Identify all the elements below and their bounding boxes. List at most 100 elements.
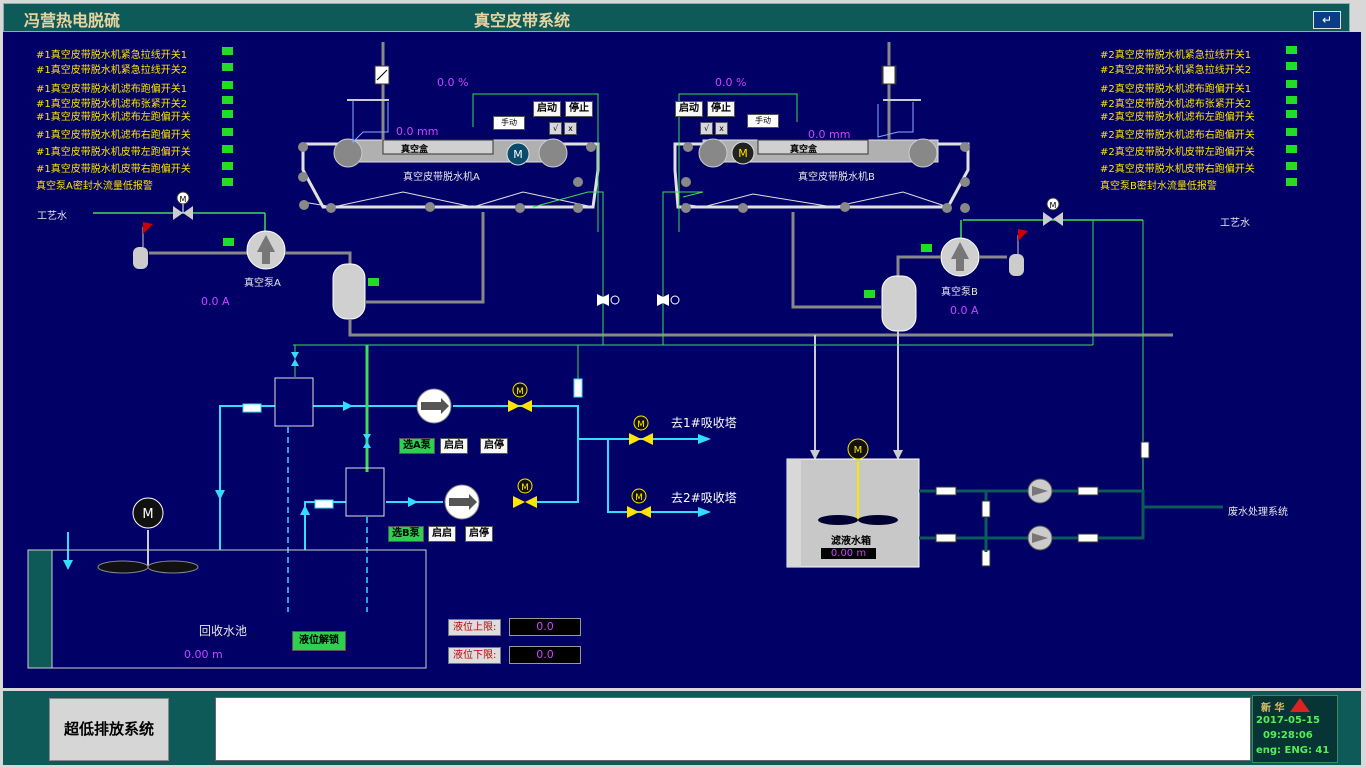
belt-b-start-button[interactable]: 启动 bbox=[675, 101, 703, 117]
status-indicator bbox=[222, 145, 233, 153]
interlock-label: #1真空皮带脱水机滤布左跑偏开关 bbox=[36, 108, 191, 123]
belt-b-mode-button[interactable]: 手动 bbox=[747, 114, 779, 128]
status-indicator bbox=[1286, 162, 1297, 170]
tank-b-status-indicator bbox=[864, 290, 875, 298]
filtrate-tank-name: 滤液水箱 bbox=[831, 532, 871, 547]
lower-limit-label: 液位下限: bbox=[448, 647, 501, 664]
svg-text:M: M bbox=[516, 387, 524, 397]
belt-a-start-button[interactable]: 启动 bbox=[533, 101, 561, 117]
belt-b-confirm-button[interactable]: √ bbox=[700, 122, 713, 135]
process-water-label: 工艺水 bbox=[37, 207, 67, 222]
belt-b-vacuum-box: 真空盒 bbox=[790, 142, 817, 155]
belt-b-percent: 0.0 % bbox=[715, 76, 746, 89]
status-indicator bbox=[222, 81, 233, 89]
interlock-label: #2真空皮带脱水机皮带左跑偏开关 bbox=[1100, 143, 1255, 158]
title-bar: 冯营热电脱硫 真空皮带系统 ↵ bbox=[3, 3, 1350, 32]
status-indicator bbox=[222, 128, 233, 136]
status-indicator bbox=[1286, 62, 1297, 70]
status-indicator bbox=[1286, 46, 1297, 54]
interlock-label: #1真空皮带脱水机皮带右跑偏开关 bbox=[36, 160, 191, 175]
pump-b-current: 0.0 A bbox=[950, 304, 979, 317]
status-indicator bbox=[222, 63, 233, 71]
process-diagram: M M bbox=[3, 32, 1361, 688]
belt-b-name: 真空皮带脱水机B bbox=[798, 168, 875, 183]
interlock-label: #2真空皮带脱水机滤布跑偏开关1 bbox=[1100, 80, 1251, 95]
interlock-label: #2真空皮带脱水机紧急拉线开关2 bbox=[1100, 61, 1251, 76]
vacuum-system: M M bbox=[93, 192, 1173, 460]
interlock-label: #1真空皮带脱水机滤布右跑偏开关 bbox=[36, 126, 191, 141]
interlock-label: #2真空皮带脱水机滤布右跑偏开关 bbox=[1100, 126, 1255, 141]
lower-limit-value[interactable]: 0.0 bbox=[509, 646, 581, 664]
interlock-label: 真空泵B密封水流量低报警 bbox=[1100, 177, 1217, 192]
interlock-label: #1真空皮带脱水机滤布跑偏开关1 bbox=[36, 80, 187, 95]
status-indicator bbox=[222, 47, 233, 55]
belt-a-cancel-button[interactable]: x bbox=[564, 122, 577, 135]
belt-a-confirm-button[interactable]: √ bbox=[549, 122, 562, 135]
belt-b-cancel-button[interactable]: x bbox=[715, 122, 728, 135]
status-indicator bbox=[1286, 178, 1297, 186]
status-indicator bbox=[1286, 110, 1297, 118]
status-indicator bbox=[1286, 96, 1297, 104]
status-indicator bbox=[1286, 145, 1297, 153]
status-indicator bbox=[1286, 128, 1297, 136]
screen-title: 真空皮带系统 bbox=[474, 7, 570, 31]
footer-bar: 超低排放系统 新 华 2017-05-15 09:28:06 eng: ENG:… bbox=[3, 691, 1361, 765]
plant-title: 冯营热电脱硫 bbox=[24, 7, 120, 31]
belt-a-name: 真空皮带脱水机A bbox=[403, 168, 480, 183]
interlock-label: #2真空皮带脱水机皮带右跑偏开关 bbox=[1100, 160, 1255, 175]
enter-key-icon[interactable]: ↵ bbox=[1313, 11, 1341, 29]
svg-text:M: M bbox=[180, 195, 187, 204]
time-text: 09:28:06 bbox=[1263, 730, 1313, 741]
recovery-tank-name: 回收水池 bbox=[199, 622, 247, 639]
ultra-low-emission-button[interactable]: 超低排放系统 bbox=[49, 698, 169, 761]
belt-a-stop-button[interactable]: 停止 bbox=[565, 101, 593, 117]
date-text: 2017-05-15 bbox=[1256, 715, 1320, 726]
pump-a-name: 真空泵A bbox=[244, 274, 281, 289]
pump-b-status-indicator bbox=[921, 244, 932, 252]
belt-b-stop-button[interactable]: 停止 bbox=[707, 101, 735, 117]
status-indicator bbox=[222, 162, 233, 170]
interlock-label: #2真空皮带脱水机紧急拉线开关1 bbox=[1100, 46, 1251, 61]
pump-a-start-button[interactable]: 启启 bbox=[440, 438, 468, 454]
message-area bbox=[215, 697, 1251, 761]
svg-text:M: M bbox=[637, 420, 645, 430]
svg-text:M: M bbox=[513, 148, 523, 161]
status-indicator bbox=[1286, 80, 1297, 88]
belt-a-mode-button[interactable]: 手动 bbox=[493, 116, 525, 130]
svg-text:M: M bbox=[521, 483, 529, 493]
interlock-label: #1真空皮带脱水机紧急拉线开关1 bbox=[36, 46, 187, 61]
clock-panel: 新 华 2017-05-15 09:28:06 eng: ENG: 41 bbox=[1252, 695, 1338, 763]
filtrate-tank-level: 0.00 m bbox=[821, 548, 876, 559]
belt-b-thickness: 0.0 mm bbox=[808, 128, 850, 141]
pump-a-stop-button[interactable]: 启停 bbox=[480, 438, 508, 454]
interlock-label: #1真空皮带脱水机紧急拉线开关2 bbox=[36, 61, 187, 76]
svg-text:M: M bbox=[738, 147, 748, 160]
pump-b-stop-button[interactable]: 启停 bbox=[465, 526, 493, 542]
belt-a-percent: 0.0 % bbox=[437, 76, 468, 89]
to-tower-1-label: 去1#吸收塔 bbox=[671, 414, 737, 431]
wastewater-label: 废水处理系统 bbox=[1228, 503, 1288, 518]
svg-text:M: M bbox=[1050, 201, 1057, 210]
select-pump-b-button[interactable]: 选B泵 bbox=[388, 526, 424, 542]
upper-limit-value[interactable]: 0.0 bbox=[509, 618, 581, 636]
engineer-text: eng: ENG: 41 bbox=[1256, 745, 1329, 756]
svg-text:M: M bbox=[635, 493, 643, 503]
status-indicator bbox=[222, 178, 233, 186]
recovery-tank-level: 0.00 m bbox=[184, 648, 223, 661]
pump-a-status-indicator bbox=[223, 238, 234, 246]
select-pump-a-button[interactable]: 选A泵 bbox=[399, 438, 435, 454]
tank-a-status-indicator bbox=[368, 278, 379, 286]
to-tower-2-label: 去2#吸收塔 bbox=[671, 489, 737, 506]
process-water-label: 工艺水 bbox=[1220, 214, 1250, 229]
interlock-label: 真空泵A密封水流量低报警 bbox=[36, 177, 153, 192]
pump-a-current: 0.0 A bbox=[201, 295, 230, 308]
belt-a-thickness: 0.0 mm bbox=[396, 125, 438, 138]
svg-text:M: M bbox=[142, 507, 153, 522]
pump-b-start-button[interactable]: 启启 bbox=[428, 526, 456, 542]
svg-text:M: M bbox=[854, 445, 863, 456]
upper-limit-label: 液位上限: bbox=[448, 619, 501, 636]
interlock-label: #1真空皮带脱水机皮带左跑偏开关 bbox=[36, 143, 191, 158]
belt-a-vacuum-box: 真空盒 bbox=[401, 142, 428, 155]
level-unlock-button[interactable]: 液位解锁 bbox=[292, 631, 346, 651]
pump-b-name: 真空泵B bbox=[941, 283, 978, 298]
